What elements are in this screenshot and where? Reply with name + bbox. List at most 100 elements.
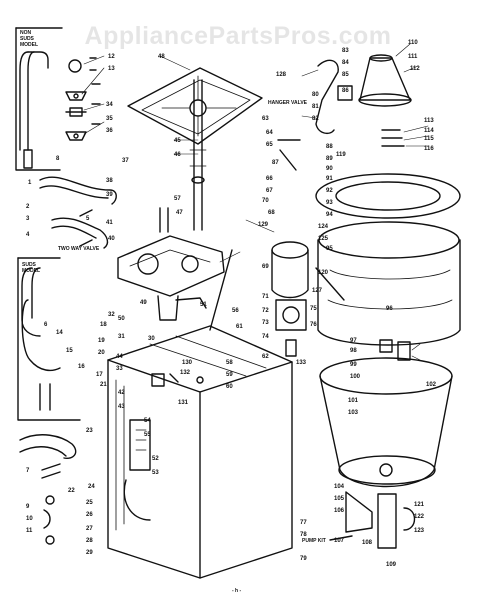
callout-59: 59 (226, 372, 233, 378)
callout-129: 129 (258, 222, 269, 228)
note-two-way-valve: TWO WAY VALVE (58, 246, 100, 252)
callout-119: 119 (336, 152, 346, 158)
agitator-plate (127, 67, 263, 145)
callout-23: 23 (86, 428, 93, 434)
callout-112: 112 (410, 66, 420, 72)
callout-15: 15 (66, 348, 73, 354)
callout-8: 8 (56, 156, 60, 162)
callout-1: 1 (28, 180, 32, 186)
callout-34: 34 (106, 102, 113, 108)
callout-51: 51 (200, 302, 207, 308)
callout-75: 75 (310, 306, 317, 312)
right-hardware (277, 59, 411, 361)
callout-48: 48 (158, 54, 165, 60)
note-line: MODEL (22, 268, 41, 274)
callout-33: 33 (116, 366, 123, 372)
callout-114: 114 (424, 128, 434, 134)
callout-121: 121 (414, 502, 425, 508)
callout-89: 89 (326, 156, 333, 162)
callout-62: 62 (262, 354, 269, 360)
callout-128: 128 (276, 72, 287, 78)
callout-53: 53 (152, 470, 159, 476)
callout-20: 20 (98, 350, 105, 356)
non-suds-hose-box (15, 27, 63, 171)
callout-49: 49 (140, 300, 147, 306)
note-line: SUDS (22, 262, 36, 268)
callout-92: 92 (326, 188, 333, 194)
agitator-shaft (189, 79, 207, 231)
callout-122: 122 (414, 514, 425, 520)
callout-14: 14 (56, 330, 63, 336)
callout-87: 87 (272, 160, 279, 166)
callout-81: 81 (312, 104, 319, 110)
callout-77: 77 (300, 520, 307, 526)
callout-97: 97 (350, 338, 357, 344)
callout-28: 28 (86, 538, 93, 544)
motor-pump-assembly (271, 241, 309, 357)
callout-99: 99 (350, 362, 357, 368)
callout-84: 84 (342, 60, 349, 66)
note-suds-model: SUDS MODEL (22, 262, 40, 274)
cabinet (107, 325, 293, 579)
callout-130: 130 (182, 360, 193, 366)
lower-left-hoses (19, 434, 77, 545)
callout-101: 101 (348, 398, 359, 404)
callout-108: 108 (362, 540, 373, 546)
callout-40: 40 (108, 236, 115, 242)
callout-66: 66 (266, 176, 273, 182)
callout-55: 55 (144, 432, 151, 438)
callout-70: 70 (262, 198, 269, 204)
callout-94: 94 (326, 212, 333, 218)
note-line: MODEL (20, 42, 39, 48)
callout-95: 95 (326, 246, 333, 252)
callout-127: 127 (312, 288, 323, 294)
callout-91: 91 (326, 176, 333, 182)
callout-36: 36 (106, 128, 113, 134)
note-line: NON (20, 30, 32, 36)
callout-109: 109 (386, 562, 397, 568)
callout-90: 90 (326, 166, 333, 172)
callout-32: 32 (108, 312, 115, 318)
callout-4: 4 (26, 232, 30, 238)
callout-50: 50 (118, 316, 125, 322)
callout-69: 69 (262, 264, 269, 270)
callout-104: 104 (334, 484, 345, 490)
callout-71: 71 (262, 294, 269, 300)
callout-52: 52 (152, 456, 159, 462)
callout-113: 113 (424, 118, 434, 124)
callout-9: 9 (26, 504, 30, 510)
callout-120: 120 (318, 270, 329, 276)
cabinet-panel-parts (123, 373, 204, 521)
callout-24: 24 (88, 484, 95, 490)
callout-5: 5 (86, 216, 90, 222)
callout-3: 3 (26, 216, 30, 222)
callout-85: 85 (342, 72, 349, 78)
callout-46: 46 (174, 152, 181, 158)
callout-41: 41 (106, 220, 113, 226)
callout-74: 74 (262, 334, 269, 340)
callout-26: 26 (86, 512, 93, 518)
callout-96: 96 (386, 306, 393, 312)
callout-35: 35 (106, 116, 113, 122)
callout-29: 29 (86, 550, 93, 556)
outer-tub (319, 357, 453, 488)
callout-98: 98 (350, 348, 357, 354)
callout-88: 88 (326, 144, 333, 150)
callout-54: 54 (144, 418, 151, 424)
callout-7: 7 (26, 468, 30, 474)
callout-18: 18 (100, 322, 107, 328)
callout-12: 12 (108, 54, 115, 60)
callout-44: 44 (116, 354, 123, 360)
callout-110: 110 (408, 40, 418, 46)
note-non-suds-model: NON SUDS MODEL (20, 30, 38, 48)
callout-30: 30 (148, 336, 155, 342)
callout-11: 11 (26, 528, 33, 534)
callout-64: 64 (266, 130, 273, 136)
callout-6: 6 (44, 322, 48, 328)
callout-67: 67 (266, 188, 273, 194)
pump-kit-parts (329, 491, 416, 549)
callout-38: 38 (106, 178, 113, 184)
page-mark: - h - (232, 588, 242, 594)
